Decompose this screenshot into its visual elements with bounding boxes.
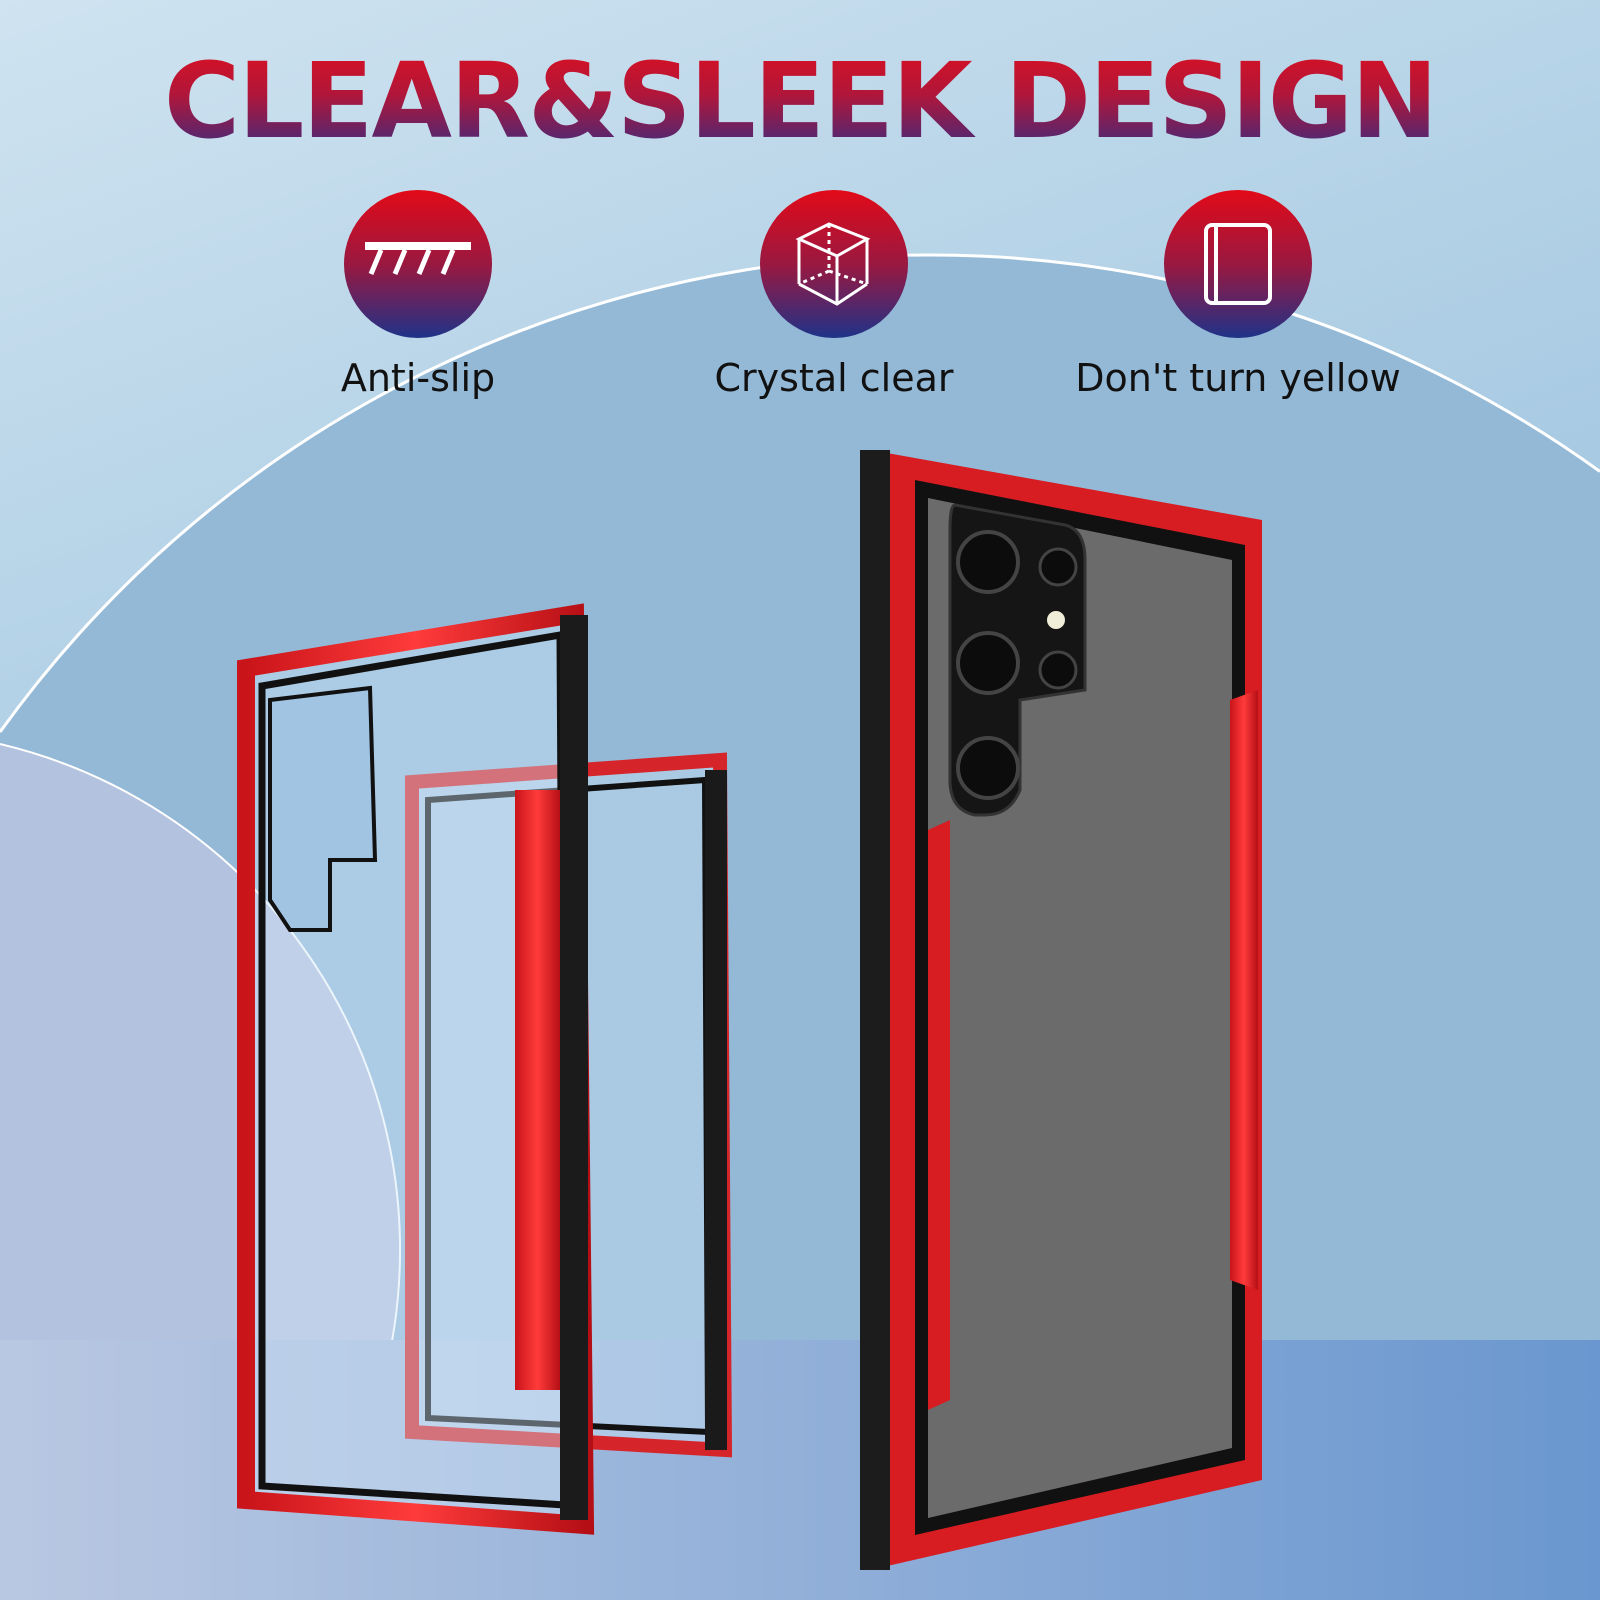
feature-label: Don't turn yellow — [1075, 356, 1401, 400]
feature-no-yellowing: Don't turn yellow — [1058, 190, 1418, 400]
backdrop-arc-outline — [0, 253, 1600, 733]
feature-crystal-clear: Crystal clear — [654, 190, 1014, 400]
feature-label: Anti-slip — [340, 356, 496, 400]
floor — [0, 1340, 1600, 1600]
feature-anti-slip: Anti-slip — [238, 190, 598, 400]
anti-slip-icon — [344, 190, 492, 338]
feature-label: Crystal clear — [714, 356, 954, 400]
case-installed-view — [860, 450, 1262, 1570]
headline: CLEAR&SLEEK DESIGN — [0, 40, 1600, 162]
transparent-cube-icon — [760, 190, 908, 338]
phone-case-icon — [1164, 190, 1312, 338]
case-open-view — [237, 603, 595, 1535]
